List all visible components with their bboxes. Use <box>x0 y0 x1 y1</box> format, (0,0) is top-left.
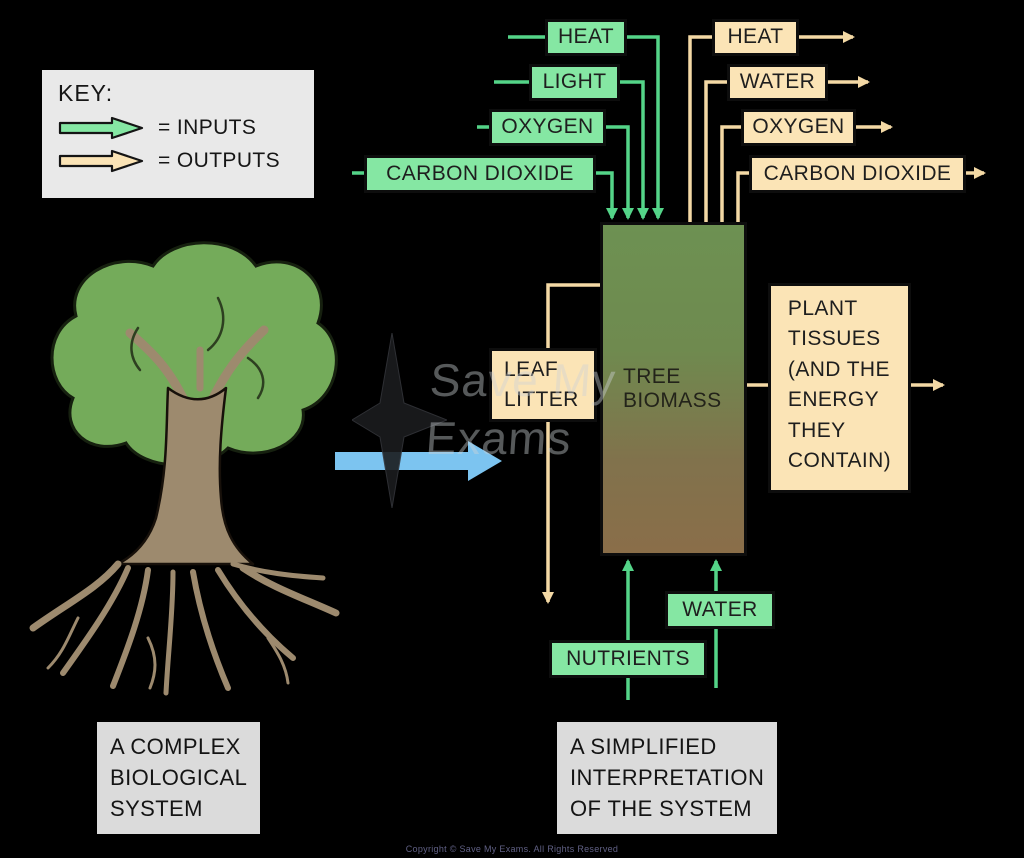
tree-root <box>230 561 326 581</box>
tree-illustration <box>29 241 340 696</box>
output-tag-carbon-dioxide-label: CARBON DIOXIDE <box>763 161 952 185</box>
canopy-detail <box>206 296 225 352</box>
output-arrow-leaf-litter <box>542 283 600 604</box>
caption-simplified-system: A SIMPLIFIED INTERPRETATION OF THE SYSTE… <box>557 722 778 834</box>
input-tag-carbon-dioxide: CARBON DIOXIDE <box>364 155 596 193</box>
key-row-inputs: = INPUTS <box>58 116 298 140</box>
tree-root <box>110 567 151 689</box>
tree-root <box>146 636 157 690</box>
output-tag-heat-label: HEAT <box>727 25 784 49</box>
tree-root <box>163 569 176 696</box>
water-input-tag: WATER <box>665 591 775 629</box>
key-title: KEY: <box>58 80 114 106</box>
output-tag-water-label: WATER <box>739 70 816 94</box>
output-arrow-water <box>704 76 870 222</box>
watermark: Save My Exams <box>424 354 618 464</box>
tree-root <box>46 616 80 670</box>
star-icon <box>352 333 447 508</box>
leaf-litter-label: LEAF LITTER <box>504 357 579 411</box>
tree-root <box>215 567 296 661</box>
key-row-outputs: = OUTPUTS <box>58 149 298 173</box>
input-tag-heat-label: HEAT <box>557 25 615 49</box>
key-outputs-label: = OUTPUTS <box>158 149 281 172</box>
tree-root <box>239 564 340 617</box>
tree-root <box>266 636 290 685</box>
nutrients-input-label: NUTRIENTS <box>566 646 690 670</box>
output-tag-carbon-dioxide: CARBON DIOXIDE <box>749 155 966 193</box>
canopy-detail <box>130 326 142 372</box>
tree-root <box>190 569 231 691</box>
key-box: KEY: = INPUTS = OUTPUTS <box>42 70 314 198</box>
canopy-detail <box>246 356 265 400</box>
input-tag-light: LIGHT <box>529 64 620 101</box>
caption-complex-system: A COMPLEX BIOLOGICAL SYSTEM <box>97 722 261 834</box>
tree-trunk <box>116 386 255 566</box>
output-tag-heat: HEAT <box>712 19 799 56</box>
tree-branch-icon <box>208 325 269 403</box>
nutrients-input-tag: NUTRIENTS <box>549 640 707 678</box>
input-tag-oxygen: OXYGEN <box>489 109 606 146</box>
output-tag-water: WATER <box>727 64 828 101</box>
tree-canopy <box>50 241 338 467</box>
tree-branch-icon <box>125 328 188 403</box>
tree-root <box>60 565 131 676</box>
input-arrow-icon <box>58 116 144 140</box>
output-tag-oxygen-label: OXYGEN <box>752 115 845 139</box>
input-tag-carbon-dioxide-label: CARBON DIOXIDE <box>386 161 574 185</box>
plant-tissues-label: PLANT TISSUES (AND THE ENERGY THEY CONTA… <box>787 297 892 473</box>
key-inputs-label: = INPUTS <box>158 116 257 139</box>
leaf-litter-tag: LEAF LITTER <box>489 348 597 422</box>
tree-biomass-label: TREE BIOMASS <box>623 365 722 412</box>
footer-copyright: Copyright © Save My Exams. All Rights Re… <box>405 844 619 854</box>
plant-tissues-tag: PLANT TISSUES (AND THE ENERGY THEY CONTA… <box>768 283 911 493</box>
input-tag-light-label: LIGHT <box>542 70 607 94</box>
input-tag-oxygen-label: OXYGEN <box>501 115 594 139</box>
input-tag-heat: HEAT <box>545 19 627 56</box>
input-arrow-light <box>494 80 649 220</box>
tree-root <box>29 560 122 632</box>
water-input-label: WATER <box>682 597 758 621</box>
tree-biomass-box: TREE BIOMASS <box>600 222 747 556</box>
output-arrow-icon <box>58 149 144 173</box>
output-tag-oxygen: OXYGEN <box>741 109 856 146</box>
transformation-arrow-icon <box>335 441 502 481</box>
